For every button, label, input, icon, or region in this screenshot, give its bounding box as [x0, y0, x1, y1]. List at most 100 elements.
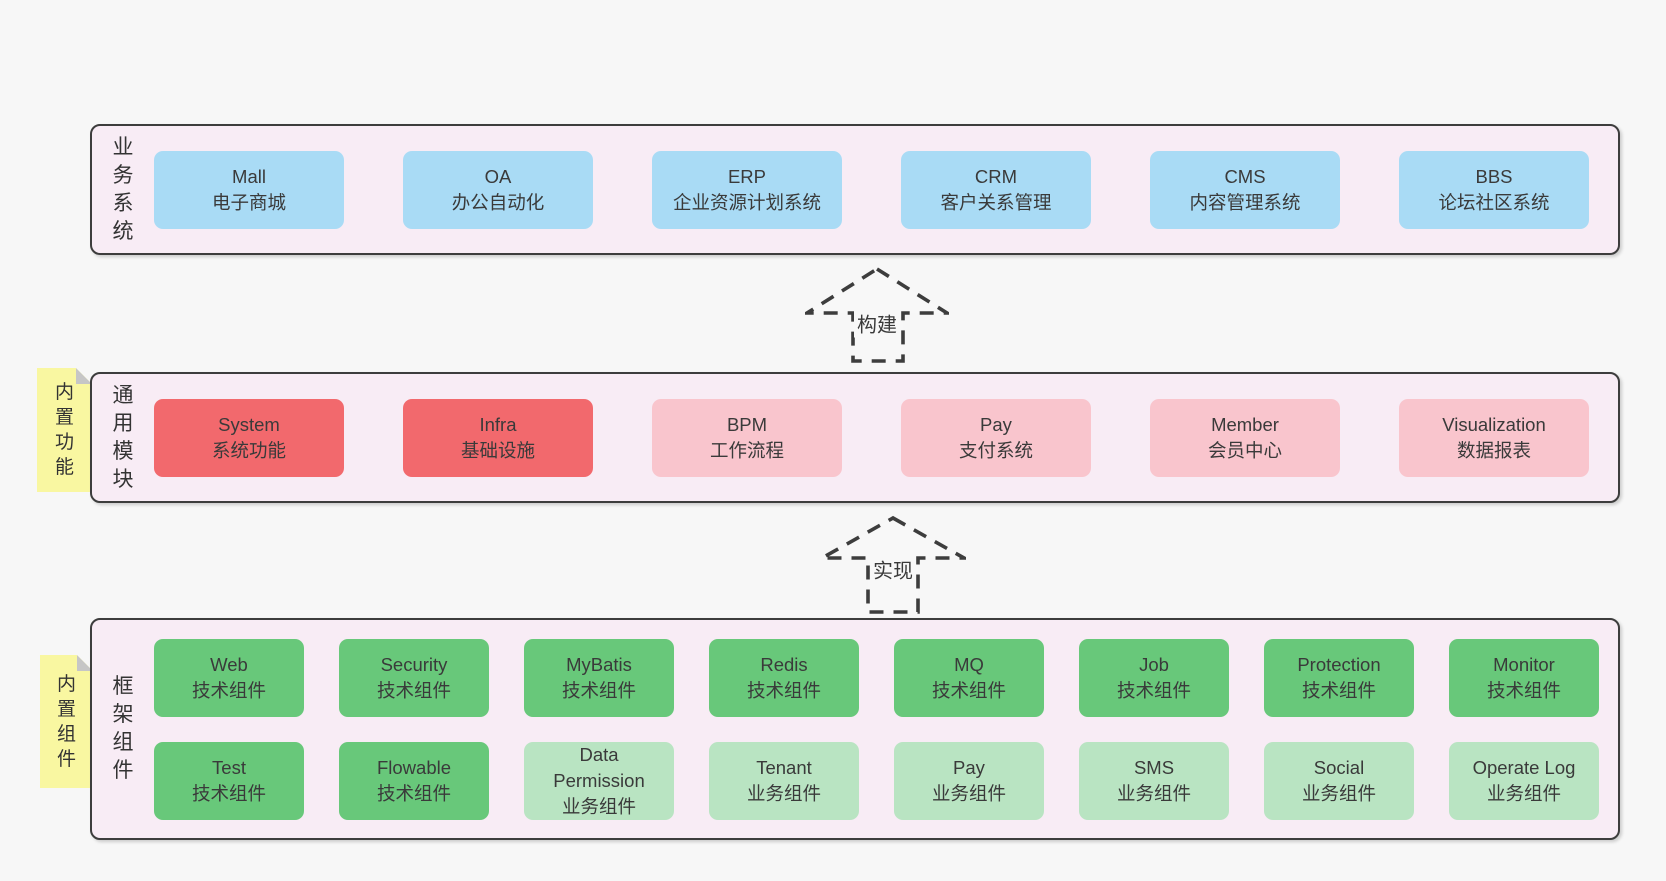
node-bbs: BBS 论坛社区系统	[1399, 150, 1589, 229]
node-bpm: BPM 工作流程	[652, 398, 842, 477]
box-row: Mall 电子商城 OA 办公自动化 ERP 企业资源计划系统 CRM 客户关系…	[154, 150, 1589, 229]
node-subtitle: 技术组件	[191, 782, 266, 804]
node-title: Social	[1313, 756, 1365, 778]
node-title: Web	[210, 653, 248, 675]
node-subtitle: 技术组件	[376, 679, 451, 701]
node-title: Security	[380, 653, 448, 675]
sticky-note-label: 内置功能	[54, 382, 74, 478]
node-title: Mall	[232, 165, 266, 187]
node-subtitle: 数据报表	[1456, 439, 1531, 461]
node-subtitle: 支付系统	[958, 439, 1033, 461]
node-visualization: Visualization 数据报表	[1399, 398, 1589, 477]
node-redis: Redis 技术组件	[709, 638, 859, 717]
sticky-note-label: 内置组件	[56, 673, 76, 770]
node-title: CMS	[1224, 165, 1266, 187]
node-system: System 系统功能	[154, 398, 344, 477]
node-subtitle: 技术组件	[191, 679, 266, 701]
node-pay: Pay 支付系统	[901, 398, 1091, 477]
node-title: Test	[212, 756, 246, 778]
node-title: Visualization	[1442, 413, 1546, 435]
node-tenant: Tenant 业务组件	[709, 741, 859, 820]
arrow-build-label: 构建	[854, 308, 900, 338]
node-mybatis: MyBatis 技术组件	[524, 638, 674, 717]
node-subtitle: 会员中心	[1207, 439, 1282, 461]
node-subtitle: 内容管理系统	[1189, 191, 1301, 213]
node-title: Redis	[760, 653, 808, 675]
node-erp: ERP 企业资源计划系统	[652, 150, 842, 229]
node-pay-biz: Pay 业务组件	[894, 741, 1044, 820]
node-test: Test 技术组件	[154, 741, 304, 820]
node-subtitle: 技术组件	[1486, 679, 1561, 701]
arrow-implement-label: 实现	[870, 554, 916, 584]
node-subtitle: 业务组件	[1116, 782, 1191, 804]
node-subtitle: 系统功能	[211, 439, 286, 461]
node-protection: Protection 技术组件	[1264, 638, 1414, 717]
node-title: ERP	[727, 165, 767, 187]
node-cms: CMS 内容管理系统	[1150, 150, 1340, 229]
panel-title: 通用模块	[112, 383, 134, 491]
node-crm: CRM 客户关系管理	[901, 150, 1091, 229]
node-oa: OA 办公自动化	[403, 150, 593, 229]
node-title: Flowable	[376, 756, 452, 778]
node-title: Protection	[1297, 653, 1381, 675]
node-member: Member 会员中心	[1150, 398, 1340, 477]
node-title: BBS	[1475, 165, 1513, 187]
node-subtitle: 技术组件	[1301, 679, 1376, 701]
box-row: Web 技术组件 Security 技术组件 MyBatis 技术组件 Redi…	[154, 638, 1599, 717]
node-monitor: Monitor 技术组件	[1449, 638, 1599, 717]
node-subtitle: 工作流程	[709, 439, 784, 461]
node-title: Monitor	[1493, 653, 1555, 675]
node-subtitle: 业务组件	[931, 782, 1006, 804]
node-subtitle: 办公自动化	[451, 191, 545, 213]
node-security: Security 技术组件	[339, 638, 489, 717]
panel-title-gutter: 业务系统	[92, 134, 154, 246]
node-title: Job	[1139, 653, 1169, 675]
node-social: Social 业务组件	[1264, 741, 1414, 820]
sticky-note-built-in-features: 内置功能	[37, 368, 92, 492]
panel-title-gutter: 通用模块	[92, 382, 154, 494]
node-job: Job 技术组件	[1079, 638, 1229, 717]
node-subtitle: 技术组件	[376, 782, 451, 804]
node-title: Operate Log	[1472, 756, 1576, 778]
node-data-permission: Data Permission 业务组件	[524, 741, 674, 820]
node-title: OA	[484, 165, 512, 187]
common-modules-panel: 通用模块 System 系统功能 Infra 基础设施 BPM 工作流程 Pay…	[90, 372, 1620, 503]
panel-title-gutter: 框架组件	[92, 673, 154, 785]
node-mq: MQ 技术组件	[894, 638, 1044, 717]
node-title: Pay	[980, 413, 1012, 435]
box-row: Test 技术组件 Flowable 技术组件 Data Permission …	[154, 741, 1599, 820]
node-title: BPM	[726, 413, 768, 435]
node-operate-log: Operate Log 业务组件	[1449, 741, 1599, 820]
box-grid: Web 技术组件 Security 技术组件 MyBatis 技术组件 Redi…	[154, 638, 1599, 820]
panel-title: 业务系统	[112, 135, 134, 243]
node-title: MyBatis	[566, 653, 632, 675]
node-subtitle: 技术组件	[931, 679, 1006, 701]
node-title: CRM	[974, 165, 1018, 187]
node-title: Infra	[479, 413, 517, 435]
panel-title: 框架组件	[112, 675, 134, 782]
node-subtitle: 业务组件	[1301, 782, 1376, 804]
node-title: SMS	[1133, 756, 1175, 778]
node-subtitle: 企业资源计划系统	[672, 191, 821, 213]
business-systems-panel: 业务系统 Mall 电子商城 OA 办公自动化 ERP 企业资源计划系统 CRM…	[90, 124, 1620, 255]
node-title: Tenant	[756, 756, 812, 778]
node-title: System	[218, 413, 280, 435]
node-subtitle: 业务组件	[746, 782, 821, 804]
node-subtitle: 技术组件	[561, 679, 636, 701]
framework-components-panel: 框架组件 Web 技术组件 Security 技术组件 MyBatis 技术组件…	[90, 618, 1620, 840]
node-subtitle: 电子商城	[211, 191, 286, 213]
node-sms: SMS 业务组件	[1079, 741, 1229, 820]
sticky-note-built-in-components: 内置组件	[40, 655, 93, 788]
node-web: Web 技术组件	[154, 638, 304, 717]
node-subtitle: 技术组件	[746, 679, 821, 701]
node-subtitle: 基础设施	[460, 439, 535, 461]
node-subtitle: 业务组件	[561, 795, 636, 817]
node-subtitle: 论坛社区系统	[1438, 191, 1550, 213]
node-flowable: Flowable 技术组件	[339, 741, 489, 820]
node-title: MQ	[954, 653, 984, 675]
node-title: Data Permission	[553, 743, 645, 791]
box-row: System 系统功能 Infra 基础设施 BPM 工作流程 Pay 支付系统…	[154, 398, 1589, 477]
node-mall: Mall 电子商城	[154, 150, 344, 229]
node-subtitle: 业务组件	[1486, 782, 1561, 804]
